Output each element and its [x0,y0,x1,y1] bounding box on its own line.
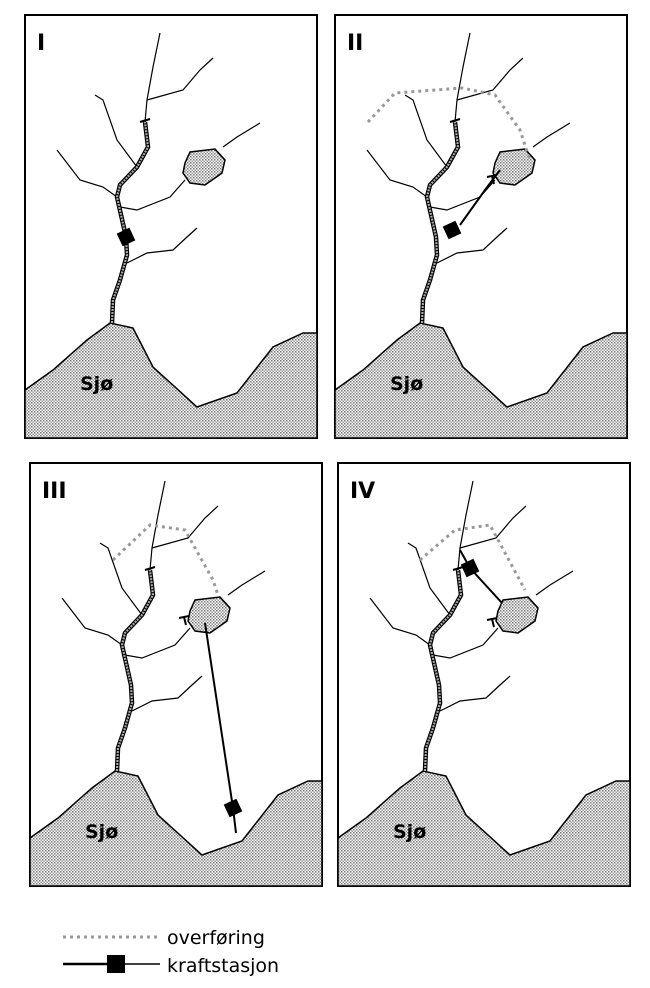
dam-icon [452,566,464,571]
legend-station-icon [107,955,125,973]
tributary [532,122,571,148]
dam-icon [144,566,156,571]
sea-label: Sjø [80,373,113,395]
tributary [456,57,524,101]
tributary [222,122,261,148]
sea-label: Sjø [390,373,423,395]
main-river-fill [110,121,150,324]
tributary [457,480,474,571]
power-station-icon [442,220,462,240]
tributary [439,675,511,712]
panel-III: III Sjø [29,462,323,887]
dam-icon [486,617,498,628]
reservoir-lake [187,596,231,634]
power-station-icon [460,558,480,578]
tributary [144,32,161,123]
transfer-line [419,523,527,591]
main-river-fill [420,121,460,324]
tributary [369,597,431,646]
sea-area [29,770,323,887]
panel-label: I [37,31,45,56]
tributary [366,149,428,198]
sea-area [334,322,628,439]
tributary [151,505,219,549]
dam-icon [139,118,151,123]
reservoir-lake [182,148,226,186]
sea-area [24,322,318,439]
tributary [459,505,527,549]
tunnel-line [459,169,501,226]
reservoir-lake [492,148,536,186]
dam-icon [178,615,190,626]
power-station-icon [116,227,136,247]
main-river-fill [115,569,155,772]
transfer-line [111,523,220,596]
legend: overføring kraftstasjon [63,927,279,977]
tributary [119,179,186,211]
reservoir-lake [495,596,539,634]
tributary [126,227,198,264]
sea-area [337,770,631,887]
panel-label: III [42,479,67,504]
panel-label: IV [350,479,375,504]
sea-label: Sjø [393,821,426,843]
tributary [454,32,471,123]
panel-IV: IV Sjø [337,462,631,887]
tributary [94,94,138,168]
dam-icon [449,118,461,123]
tributary [146,57,214,101]
tributary [404,94,448,168]
tributary [429,179,496,211]
legend-transfer-label: overføring [167,927,265,949]
tributary [56,149,118,198]
dam-icon [486,174,498,185]
main-river-fill [423,569,463,772]
tributary [99,542,143,616]
panel-label: II [347,31,363,56]
tributary [124,627,191,659]
sea-label: Sjø [85,821,118,843]
tributary [535,570,574,596]
tributary [436,227,508,264]
power-station-icon [223,798,243,818]
tributary [432,627,499,659]
tributary [227,570,266,596]
legend-station-label: kraftstasjon [167,955,279,977]
tributary [149,480,166,571]
tributary [61,597,123,646]
tributary [131,675,203,712]
panel-I: I Sjø [24,14,318,439]
panel-II: II Sjø [334,14,628,439]
tributary [407,542,451,616]
